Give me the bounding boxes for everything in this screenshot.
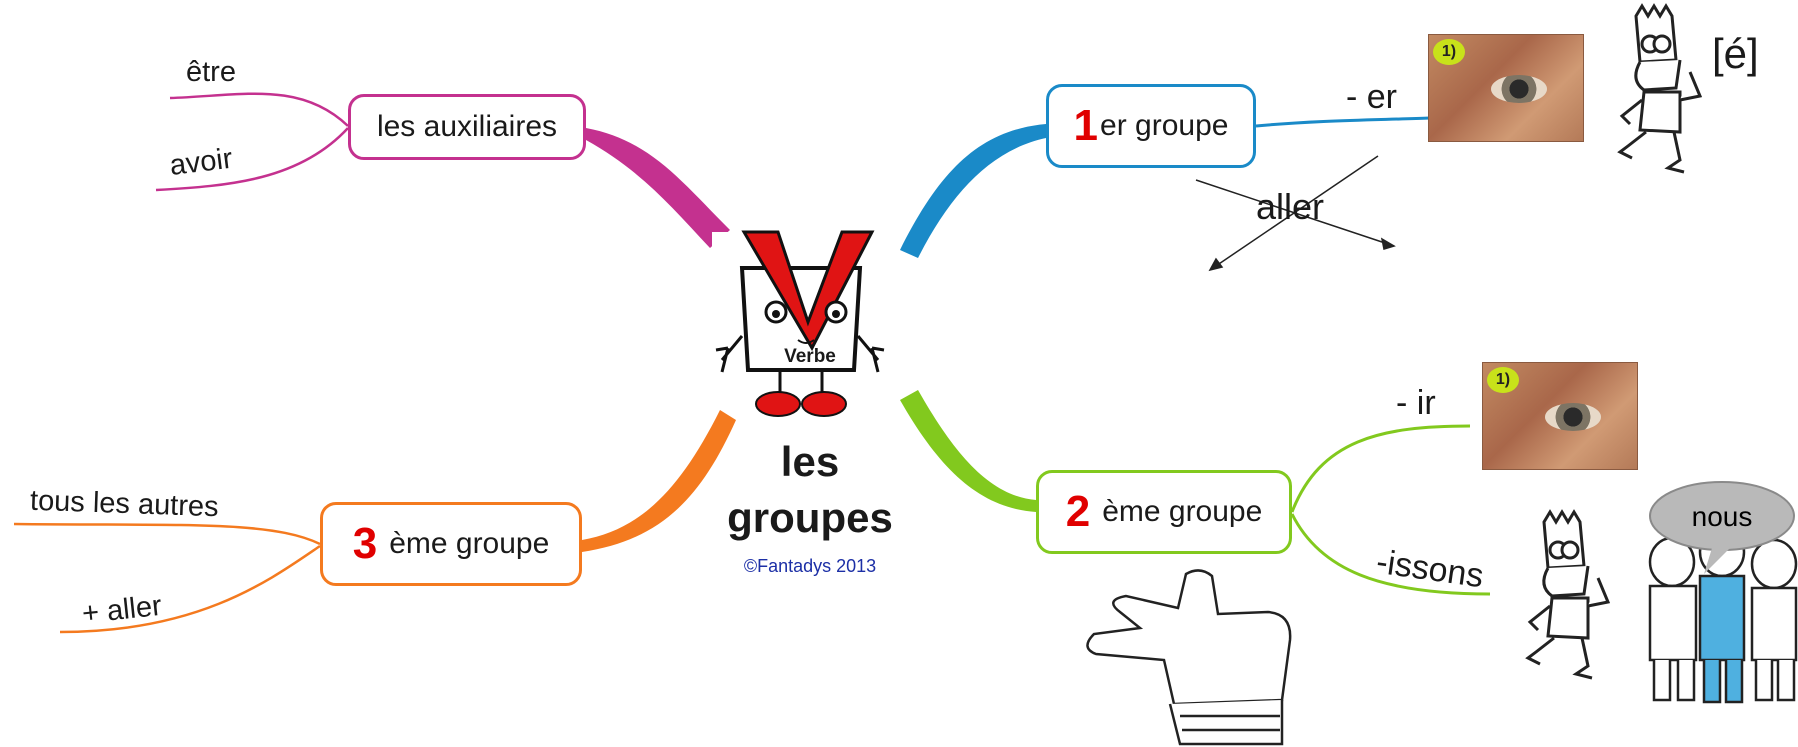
leaf-etre: être — [186, 56, 236, 88]
branch-auxiliaires — [586, 128, 730, 248]
leaf-ending-ir: - ir — [1396, 384, 1436, 422]
sub-branch-avoir — [155, 127, 349, 192]
sub-branch-ir — [1290, 424, 1471, 513]
cartoon-boy-icon — [1525, 509, 1611, 680]
sub-branch-issons — [1290, 513, 1491, 596]
node-1er-groupe: 1 er groupe — [1046, 84, 1256, 168]
group-number: 3 — [352, 519, 378, 568]
sub-branch-tous — [13, 522, 321, 546]
center-title-line1: les — [780, 438, 840, 485]
eye-shape — [1544, 403, 1601, 432]
eye-photo-icon: 1) — [1482, 362, 1638, 470]
node-label: ème groupe — [1102, 495, 1263, 528]
sub-branch-er — [1255, 116, 1431, 128]
center-title: les groupes — [700, 434, 920, 546]
node-label: er groupe — [1100, 109, 1229, 142]
verb-mascot-icon — [712, 230, 885, 417]
node-2eme-groupe: 2 ème groupe — [1036, 470, 1292, 554]
speech-bubble-icon: nous — [1649, 481, 1795, 574]
node-label: les auxiliaires — [376, 110, 558, 143]
crossed-exception-aller: aller — [1256, 186, 1325, 227]
leaf-ending-er: - er — [1346, 78, 1397, 116]
thumbs-up-hand-icon — [1086, 569, 1292, 746]
sub-branch-plusaller — [59, 544, 321, 634]
photo-badge: 1) — [1433, 39, 1465, 65]
leaf-tous-les-autres: tous les autres — [29, 484, 220, 524]
group-number: 1 — [1073, 101, 1099, 150]
cartoon-boy-icon — [1617, 3, 1703, 174]
node-les-auxiliaires: les auxiliaires — [348, 94, 586, 160]
photo-badge: 1) — [1487, 367, 1519, 393]
branch-groupe2 — [900, 390, 1036, 512]
center-title-line2: groupes — [727, 494, 893, 541]
speech-bubble-text: nous — [1692, 501, 1753, 532]
mascot-word: Verbe — [784, 346, 836, 367]
group-number: 2 — [1065, 487, 1091, 536]
branch-groupe3 — [582, 410, 736, 552]
eye-photo-icon: 1) — [1428, 34, 1584, 142]
branch-groupe1 — [900, 124, 1046, 258]
copyright: ©Fantadys 2013 — [743, 556, 877, 576]
sound-label: [é] — [1712, 30, 1759, 77]
node-label: ème groupe — [389, 527, 550, 560]
sub-branch-etre — [169, 92, 349, 127]
eye-shape — [1490, 75, 1547, 104]
cross-arrows-icon — [1195, 155, 1396, 272]
node-3eme-groupe: 3 ème groupe — [320, 502, 582, 586]
